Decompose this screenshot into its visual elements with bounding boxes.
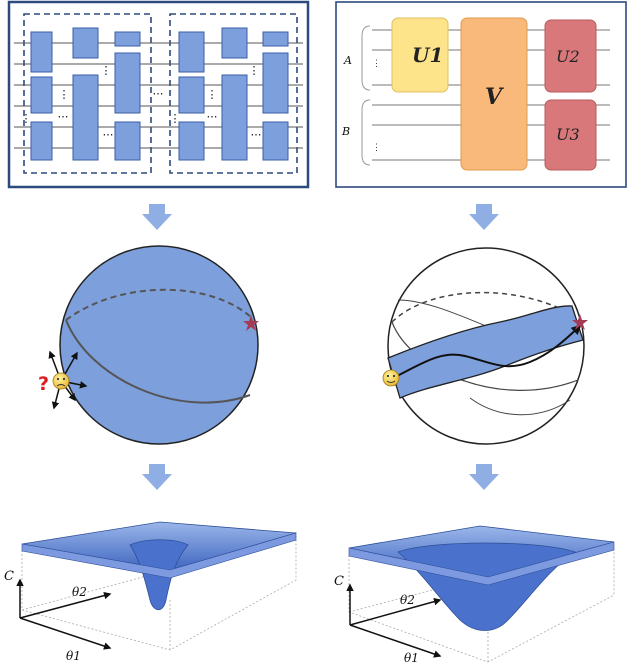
qubit-wires: [14, 42, 303, 149]
left-circuit-frame: [7, 0, 310, 189]
dashed-layer-box-2: [169, 13, 298, 174]
left-bloch-sphere: ?: [38, 245, 259, 445]
vdots: ⋮: [372, 59, 381, 69]
optimization-path: [392, 324, 582, 379]
gate-block: [262, 31, 289, 47]
gate-v-label: V: [485, 84, 504, 110]
question-mark: ?: [38, 373, 49, 395]
right-circuit-panel: A B ⋮ ⋮ U1 V U2 U3: [335, 1, 627, 188]
gate-block: [72, 74, 99, 161]
left-cost-landscape: C θ2 θ1: [4, 521, 297, 663]
gate-block: [30, 76, 53, 114]
axis-t2-arrow: [349, 597, 442, 626]
gate-block: [114, 52, 141, 114]
gate-u3: [544, 99, 597, 171]
sphere-body: [59, 245, 259, 445]
gate-block: [178, 121, 205, 161]
target-star: [572, 314, 588, 330]
axis-t2-arrow: [19, 591, 112, 619]
vdots: ⋮: [372, 143, 381, 153]
ellipsis-marks: ⋯ ⋯ ⋯ ⋯ ⋯ ⋮ ⋮ ⋮ ⋮ ⋮ ⋮: [21, 64, 262, 141]
wide-valley: [397, 542, 576, 631]
gate-u1: [391, 17, 449, 93]
target-star: [243, 315, 259, 331]
sphere-equator-front: [65, 319, 251, 404]
down-arrow-3: [142, 464, 172, 490]
restricted-subspace-band: [387, 305, 584, 399]
axis-t1-label: θ1: [404, 651, 419, 665]
hdots: ⋯: [207, 110, 218, 123]
register-b-label: B: [341, 125, 350, 138]
gate-block: [221, 27, 248, 59]
sphere-equator-front: [391, 321, 579, 391]
surface-edge: [348, 541, 615, 586]
vdots: ⋮: [101, 64, 112, 77]
sphere-equator-back: [391, 291, 579, 323]
gate-block: [30, 31, 53, 73]
gate-block: [262, 121, 289, 161]
axis-t2-label: θ2: [72, 585, 87, 599]
dashed-layer-box-1: [23, 13, 152, 174]
flow-arrows: [142, 204, 499, 490]
left-circuit-panel: ⋯ ⋯ ⋯ ⋯ ⋯ ⋮ ⋮ ⋮ ⋮ ⋮ ⋮: [7, 0, 310, 189]
gate-block: [262, 52, 289, 114]
right-bloch-sphere: [382, 247, 588, 445]
plot-box: [21, 532, 297, 651]
gate-v: [460, 17, 528, 171]
sphere-equator-back: [65, 288, 253, 321]
vdots: ⋮: [21, 112, 32, 125]
vdots: ⋮: [170, 112, 181, 125]
axis-c-label: C: [334, 574, 344, 589]
gate-u1-label: U1: [412, 43, 443, 67]
hdots: ⋯: [251, 128, 262, 141]
gate-block: [114, 31, 141, 47]
gate-block: [221, 74, 248, 161]
gate-blocks-left: [30, 27, 289, 161]
gate-u2: [544, 19, 597, 93]
worried-face-icon: [52, 372, 70, 390]
hdots: ⋯: [153, 87, 164, 100]
right-cost-landscape: C θ2 θ1: [334, 525, 615, 665]
axis-c-label: C: [4, 569, 14, 584]
vdots: ⋮: [59, 88, 70, 101]
axis-t2-label: θ2: [400, 593, 415, 607]
hdots: ⋯: [103, 128, 114, 141]
gate-block: [72, 27, 99, 59]
down-arrow-4: [469, 464, 499, 490]
vdots: ⋮: [207, 88, 218, 101]
register-a-label: A: [343, 54, 352, 67]
gate-u3-label: U3: [556, 125, 580, 144]
brace-a: [361, 25, 371, 91]
sphere-meridian: [469, 397, 571, 416]
gate-block: [178, 76, 205, 114]
axis-t1-arrow: [349, 624, 442, 658]
gate-u2-label: U2: [556, 47, 580, 66]
axis-t1-label: θ1: [66, 649, 81, 663]
gate-block: [30, 121, 53, 161]
gate-block: [178, 31, 205, 73]
gate-block: [114, 121, 141, 161]
axis-t1-arrow: [19, 617, 112, 650]
down-arrow-2: [469, 204, 499, 230]
hdots: ⋯: [58, 110, 69, 123]
happy-face-icon: [382, 369, 400, 387]
vdots: ⋮: [249, 64, 260, 77]
brace-b: [361, 99, 371, 166]
down-arrow-1: [142, 204, 172, 230]
register-vdots: ⋮ ⋮: [372, 59, 381, 153]
surface-edge: [21, 532, 297, 579]
